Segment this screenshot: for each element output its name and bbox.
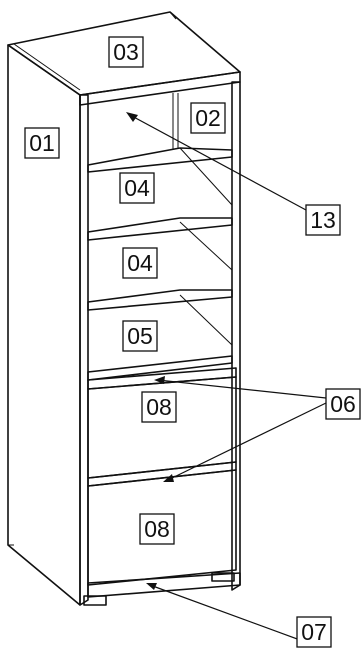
shelf-4 [87,355,233,381]
label-callout-plinth: 07 [296,616,332,648]
foot-right [211,572,235,582]
label-side-panel: 01 [24,127,60,159]
label-drawer-upper: 08 [141,391,177,423]
bottom-plinth [87,572,241,598]
svg-text:08: 08 [144,516,170,542]
svg-text:13: 13 [310,207,336,233]
left-front-edge [79,94,89,606]
svg-text:08: 08 [146,394,172,420]
shelf-3 [87,289,233,311]
label-shelf-upper: 04 [119,172,155,204]
drawer-front-lower [87,469,237,586]
svg-text:07: 07 [301,619,327,645]
label-top-panel: 03 [108,36,144,68]
drawers [87,367,237,586]
drawer-rail-lower [87,461,237,487]
shelf-2 [87,217,233,241]
label-back-panel: 02 [190,102,226,134]
label-shelf-middle: 04 [122,247,158,279]
cabinet-body [7,11,241,606]
label-shelf-lower: 05 [122,320,158,352]
foot-left [83,595,107,606]
shelf-1 [87,147,233,173]
label-drawer-lower: 08 [139,513,175,545]
svg-text:01: 01 [29,130,55,156]
svg-text:05: 05 [127,323,153,349]
shelves [87,147,233,381]
label-callout-back: 13 [305,204,341,236]
leader-lines [126,112,327,641]
svg-text:04: 04 [127,250,153,276]
svg-text:06: 06 [330,391,356,417]
svg-text:02: 02 [195,105,221,131]
svg-text:04: 04 [124,175,150,201]
top-front-edge [79,71,241,106]
svg-text:03: 03 [113,39,139,65]
label-callout-rails: 06 [325,388,361,420]
